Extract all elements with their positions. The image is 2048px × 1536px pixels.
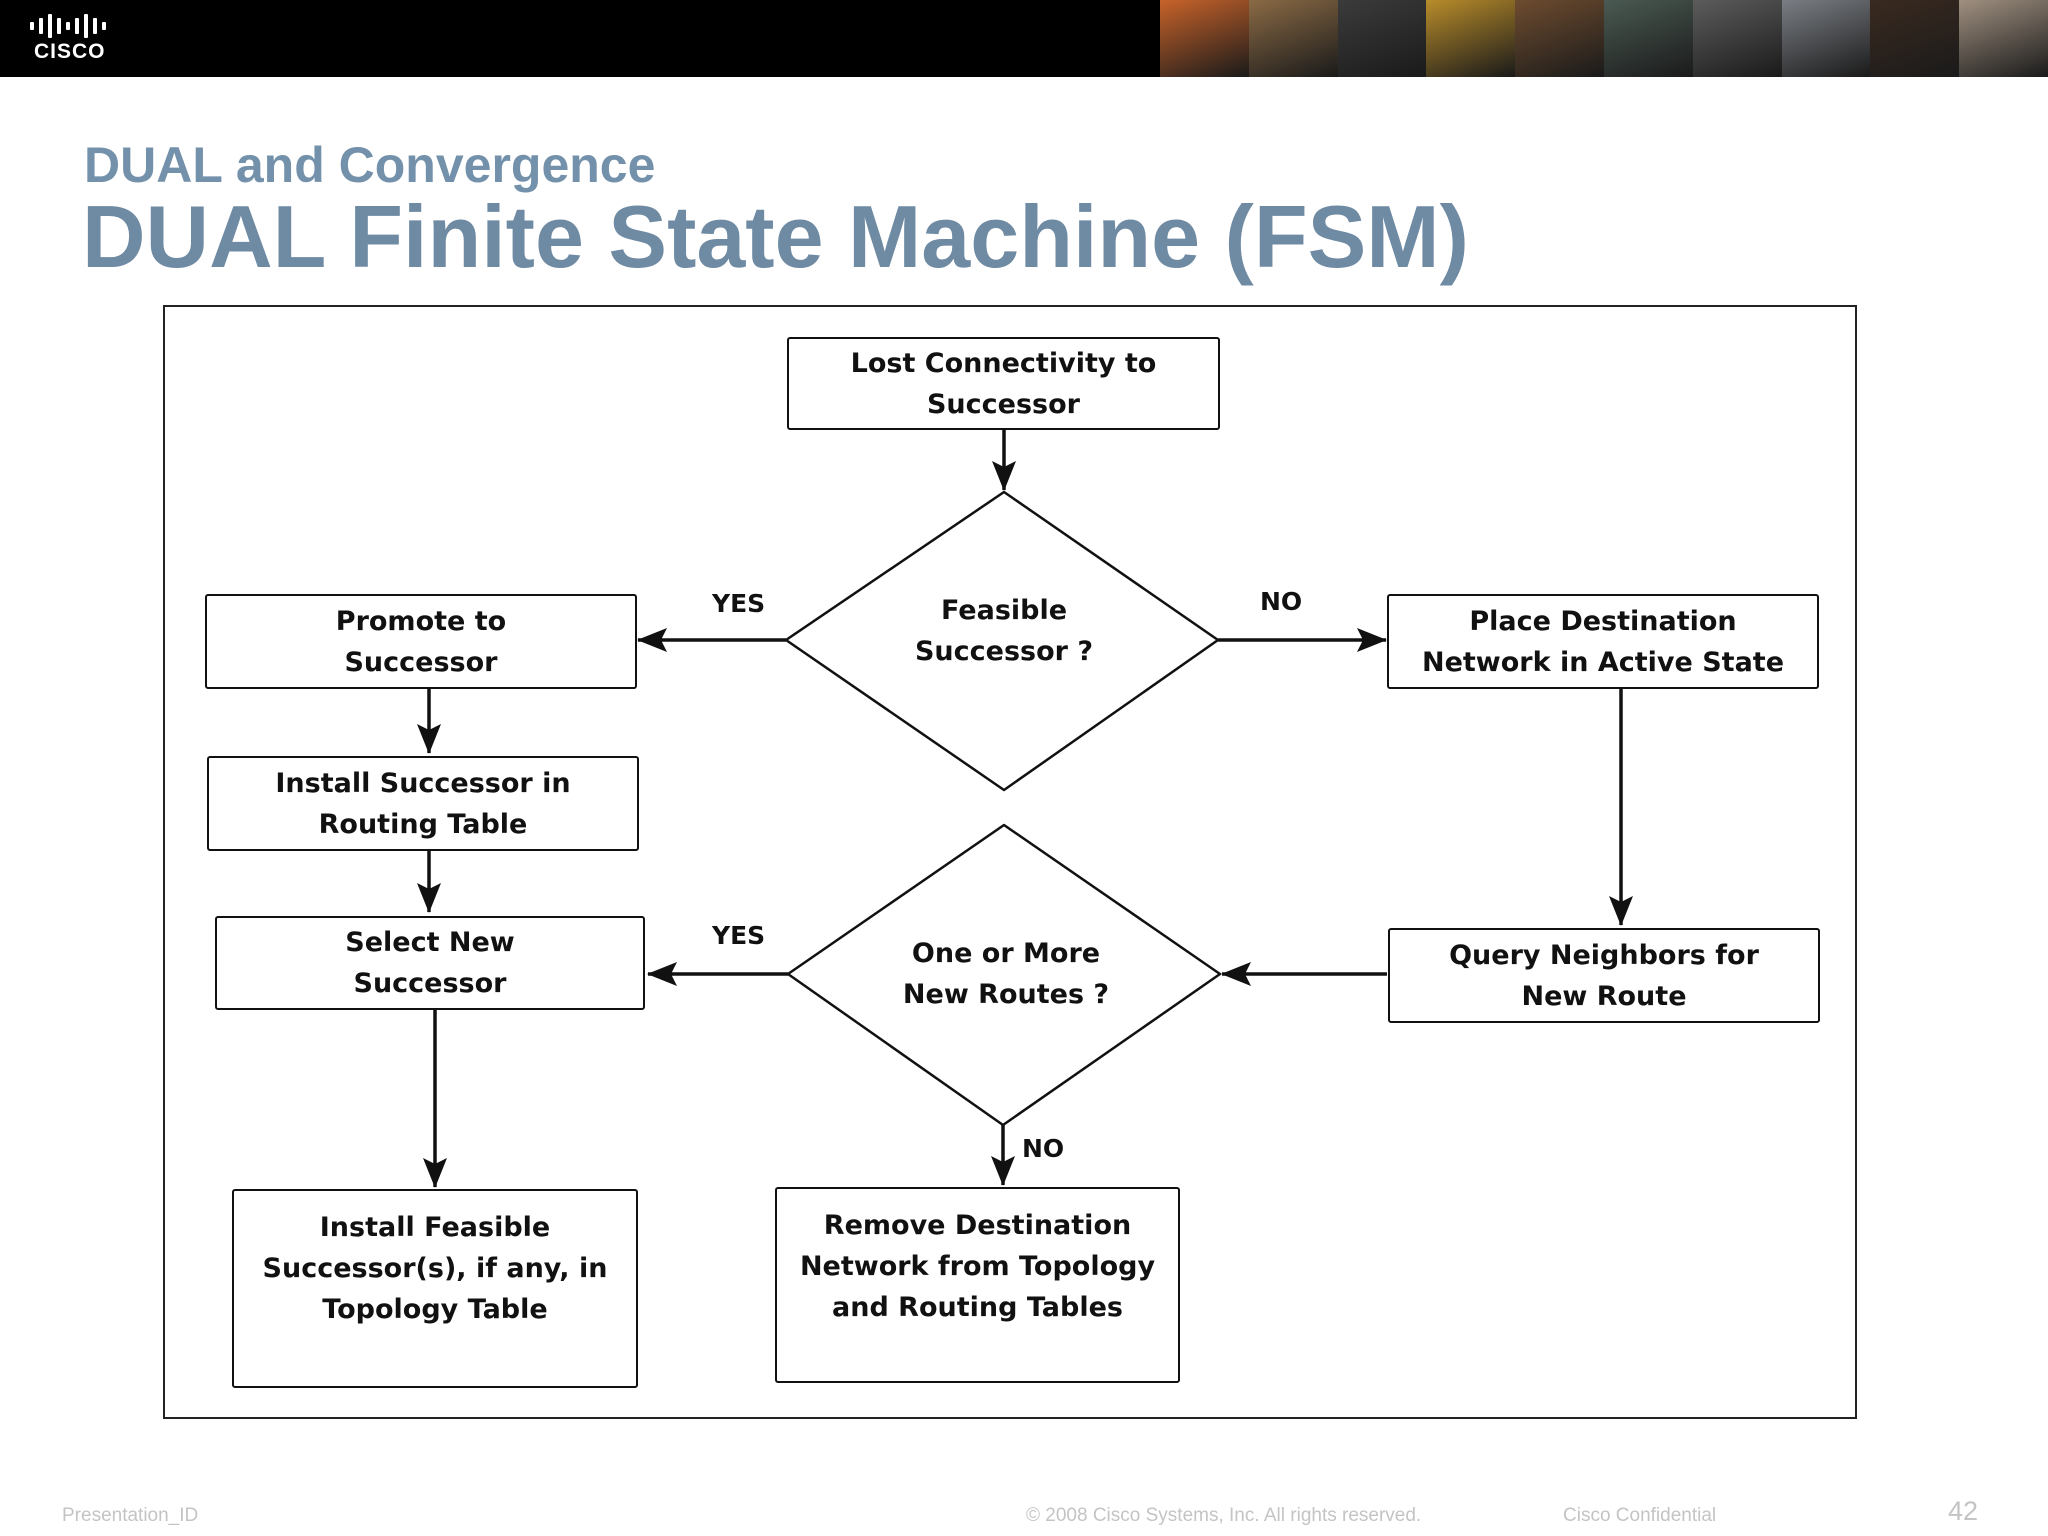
- header-bar: CISCO: [0, 0, 2048, 77]
- header-photo-tile: [1781, 0, 1871, 77]
- header-photo-tile: [1603, 0, 1693, 77]
- cisco-logo-bars-icon: [30, 14, 106, 38]
- header-photo-tile: [1515, 0, 1604, 77]
- photo-strip: [1160, 0, 2048, 77]
- header-photo-tile: [1337, 0, 1427, 77]
- cisco-logo: CISCO: [30, 14, 120, 64]
- cisco-logo-text: CISCO: [34, 40, 106, 63]
- header-photo-tile: [1160, 0, 1249, 77]
- slide-title: DUAL Finite State Machine (FSM): [82, 187, 1469, 286]
- label-feasible-no: NO: [1260, 587, 1303, 616]
- header-photo-tile: [1426, 0, 1516, 77]
- feasible-diamond: [784, 490, 1220, 792]
- label-feasible-yes: YES: [712, 589, 766, 618]
- header-photo-tile: [1870, 0, 1960, 77]
- slide-subtitle: DUAL and Convergence: [84, 137, 656, 193]
- header-photo-tile: [1959, 0, 2048, 77]
- label-routes-yes: YES: [712, 921, 766, 950]
- footer-copyright: © 2008 Cisco Systems, Inc. All rights re…: [1026, 1505, 1422, 1526]
- footer-presentation-id: Presentation_ID: [62, 1505, 199, 1526]
- flowchart-lines: [417, 429, 1633, 1188]
- label-routes-no: NO: [1022, 1134, 1065, 1163]
- page-number: 42: [1948, 1496, 1979, 1526]
- header-photo-tile: [1692, 0, 1782, 77]
- header-photo-tile: [1248, 0, 1338, 77]
- footer-confidential: Cisco Confidential: [1563, 1505, 1717, 1526]
